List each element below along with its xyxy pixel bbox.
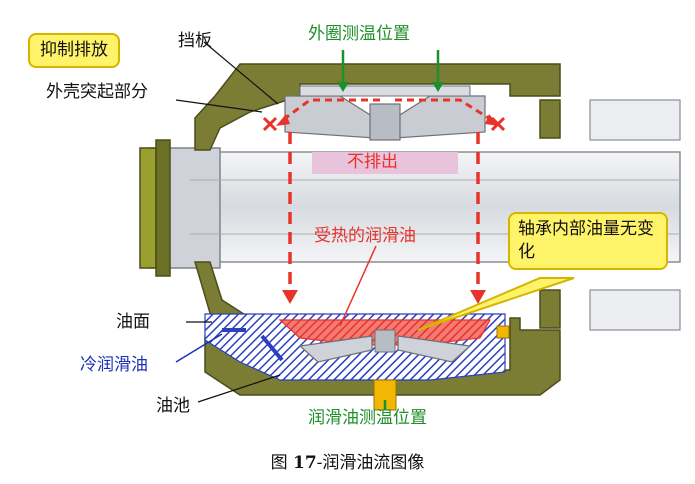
hot-oil-flow-upper: [279, 98, 496, 124]
no-discharge-bar: [312, 152, 458, 174]
oil-pool-label: 油池: [156, 396, 190, 416]
outer-ring-temp-leaders: [341, 50, 440, 84]
baffle-label: 挡板: [178, 31, 212, 51]
heated-lubricant-label: 受热的润滑油: [314, 226, 416, 246]
figure-caption: 图 17-润滑油流图像: [270, 453, 425, 473]
cold-oil-flow: [222, 328, 284, 362]
bearing-oil-amount-callout: 轴承内部油量无变化: [508, 212, 668, 270]
oil-surface-label: 油面: [116, 312, 150, 332]
leader-lines: [175, 41, 281, 403]
housing-protrusion-label: 外壳突起部分: [46, 82, 148, 102]
callout-pointer: [417, 277, 575, 331]
upper-bearing: [284, 85, 486, 141]
lower-bearing: [298, 329, 472, 363]
suppress-discharge-label: 抑制排放: [28, 33, 120, 68]
no-discharge-label: 不排出: [347, 152, 398, 172]
oil-drain-arrows: [288, 132, 480, 292]
outer-ring-temp-label: 外圈测温位置: [308, 24, 410, 44]
cold-lubricant-label: 冷润滑油: [80, 355, 148, 375]
seal-x-marks: [262, 116, 506, 132]
lubricant-temp-label: 润滑油测温位置: [308, 408, 427, 428]
